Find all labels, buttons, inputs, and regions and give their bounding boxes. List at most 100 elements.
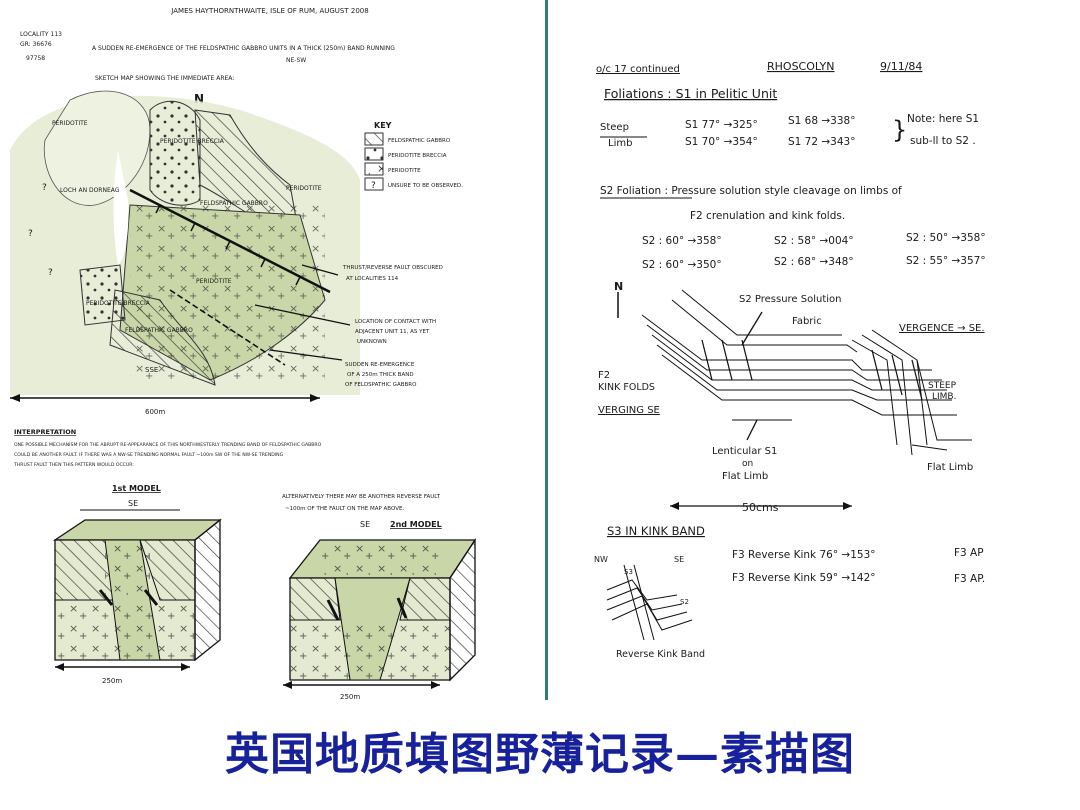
label-feld-gabbro-top: FELDSPATHIC GABBRO [200,200,268,207]
annotation-2-line1: LOCATION OF CONTACT WITH [355,319,436,325]
steep-limb-label-2: Limb [608,138,632,149]
left-notebook-page: × + JAMES HAYTHORNTHWAITE, ISLE OF RUM, … [0,0,545,701]
s2-row-2-a: S2 : 60° →350° [642,259,722,271]
s2-sketch-label: S2 [680,598,689,606]
lenticular-label-1: Lenticular S1 [712,446,777,457]
nw-label: NW [594,555,608,564]
alternative-text-1: ALTERNATIVELY THERE MAY BE ANOTHER REVER… [282,494,441,500]
slide-caption: 英国地质填图野薄记录—素描图 [225,729,855,780]
lenticular-label-2: on [742,459,753,469]
map-gap [113,150,129,265]
annotation-arrow-1 [301,264,339,276]
s1-row-2-b: S1 72 →343° [788,136,855,148]
grid-ref-label: GR: 36676 [20,41,52,48]
label-breccia-top: PERIDOTITE BRECCIA [160,138,225,145]
note-brace: } [892,116,907,144]
breccia-unit-top [149,100,201,206]
s3-title: S3 IN KINK BAND [607,524,705,538]
s1-row-1-b: S1 68 →338° [788,115,855,127]
s2-row-2-b: S2 : 68° →348° [774,256,854,268]
model1-block-diagram [52,518,222,662]
s2-row-1-a: S2 : 60° →358° [642,235,722,247]
annotation-1-line2: AT LOCALITIES 114 [346,276,399,282]
s1-row-1-a: S1 77° →325° [685,119,758,131]
model1-direction: SE [128,499,138,508]
interpretation-line-3: THRUST FAULT THEN THIS PATTERN WOULD OCC… [13,462,134,468]
notebook-header: JAMES HAYTHORNTHWAITE, ISLE OF RUM, AUGU… [170,7,368,15]
kink-fold-sketch [641,289,972,456]
key-item-breccia: PERIDOTITE BRECCIA [388,153,447,159]
foliations-title: Foliations : S1 in Pelitic Unit [604,86,777,101]
sketch-map-title: SKETCH MAP SHOWING THE IMMEDIATE AREA: [95,75,234,82]
s2-row-1-c: S2 : 50° →358° [906,232,986,244]
limb-label: LIMB. [932,392,956,402]
map-scale-label: 600m [145,408,165,416]
s2-cleavage-ticks [701,339,923,401]
model2-direction: SE [360,520,370,529]
label-peridotite-tl: PERIDOTITE [52,120,88,127]
reverse-kink-band-label: Reverse Kink Band [616,649,705,660]
query-mark-1: ? [42,183,47,193]
s2-row-2-c: S2 : 55° →357° [906,255,986,267]
key-item-peridotite: PERIDOTITE [388,168,421,174]
map-key: KEY ? FELDSPATHIC GABBRO PERIDOTITE BREC… [364,121,463,191]
intro-line-2: NE-SW [286,57,306,64]
right-notebook-page: o/c 17 continued RHOSCOLYN 9/11/84 Folia… [552,0,1080,700]
note-line-2: sub-ll to S2 . [910,135,976,147]
s2-row-1-b: S2 : 58° →004° [774,235,854,247]
annotation-arrow-2 [254,304,351,326]
location-header: RHOSCOLYN [767,60,835,73]
annotation-2-line3: UNKNOWN [357,339,387,345]
verging-se-label: VERGING SE [598,405,660,416]
kink-band-sketch [606,564,693,641]
s3-row-2-ap: F3 AP. [954,573,985,585]
continued-header: o/c 17 continued [596,64,680,75]
lenticular-label-3: Flat Limb [722,471,768,482]
key-item-gabbro: FELDSPATHIC GABBRO [388,138,451,144]
f2-label: F2 [598,370,610,381]
s3-sketch-label: S3 [624,568,633,576]
breccia-unit-lower [79,264,126,326]
thrust-teeth [155,204,301,286]
intro-line-1: A SUDDEN RE-EMERGENCE OF THE FELDSPATHIC… [92,45,395,52]
model2-block-diagram [288,537,477,682]
key-title: KEY [374,121,392,130]
interpretation-line-2: COULD BE ANOTHER FAULT. IF THERE WAS A N… [14,452,284,458]
peridotite-lobe [43,90,151,206]
label-peridotite-right: PERIDOTITE [286,185,322,192]
annotation-2-line2: ADJACENT UNIT 11, AS YET [355,329,430,335]
north-arrow-label: N [194,92,204,106]
vergence-label: VERGENCE → SE. [899,323,985,334]
annotation-1-line1: THRUST/REVERSE FAULT OBSCURED [342,265,443,271]
page-divider [545,0,548,700]
date-header: 9/11/84 [880,60,922,73]
north-label: N [614,280,623,293]
label-loch: LOCH AN DORNEAG [60,187,120,194]
kink-folds-label: KINK FOLDS [598,382,655,393]
annotation-3-line2: OF A 250m THICK BAND [347,372,414,378]
s3-row-1-ap: F3 AP [954,547,984,559]
inferred-fault-line [169,289,286,366]
svg-text:?: ? [371,181,376,191]
query-mark-3: ? [48,268,53,278]
fabric-label: Fabric [792,316,822,327]
model1-scale-label: 250m [102,677,122,685]
right-sketch-svg: o/c 17 continued RHOSCOLYN 9/11/84 Folia… [594,60,986,660]
key-item-unsure: UNSURE TO BE OBSERVED. [388,183,463,189]
note-line-1: Note: here S1 [907,113,979,125]
annotation-3-line3: OF FELDSPATHIC GABBRO [345,382,417,388]
grid-ref-number: 97758 [26,55,45,62]
steep-limb-label-1: Steep [600,122,629,133]
label-peridotite-mid: PERIDOTITE [196,278,232,285]
s3-row-2: F3 Reverse Kink 59° →142° [732,572,876,584]
label-breccia-bot: PERIDOTITE BRECCIA [86,300,151,307]
s3-row-1: F3 Reverse Kink 76° →153° [732,549,876,561]
label-sse: SSE [145,366,158,374]
pressure-arrow [741,311,763,346]
model2-scale-label: 250m [340,693,360,700]
annotation-arrow-3 [269,349,343,361]
interpretation-line-1: ONE POSSIBLE MECHANISM FOR THE ABRUPT RE… [14,442,322,448]
model2-title: 2nd MODEL [390,520,442,529]
se-label: SE [674,555,684,564]
locality-label: LOCALITY 113 [20,31,62,38]
